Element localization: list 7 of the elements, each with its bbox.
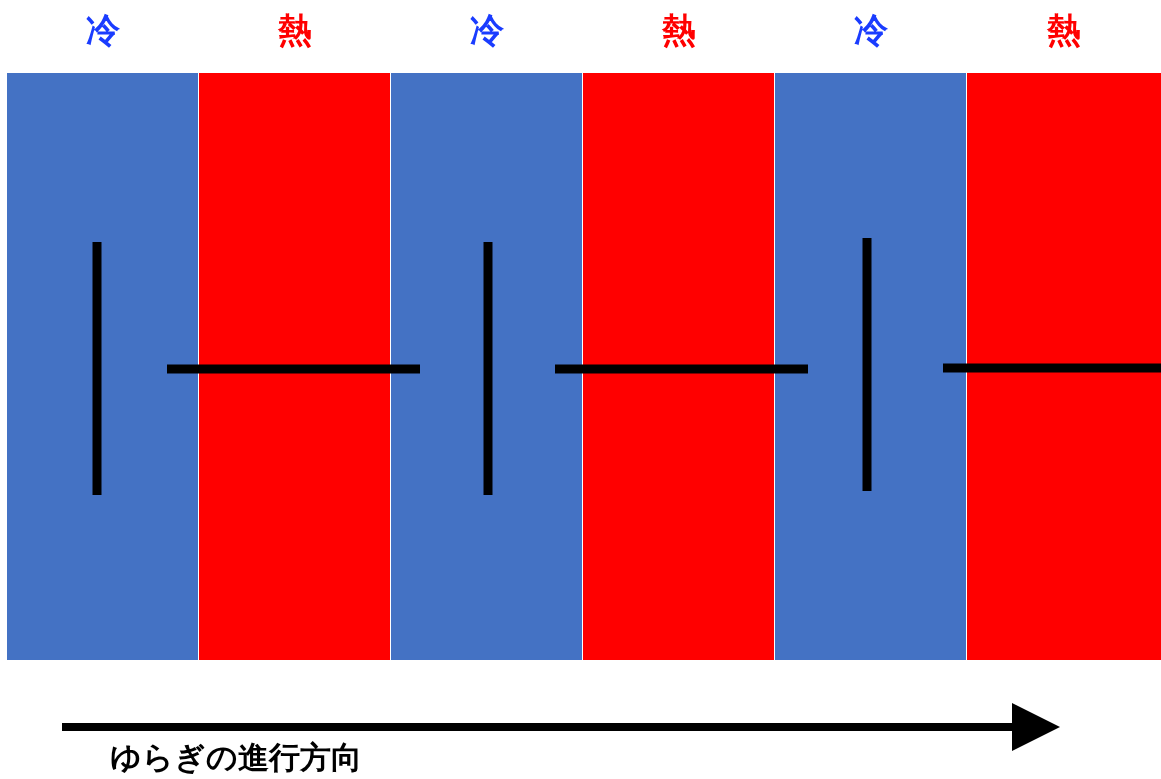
band-heading: 熱 (1047, 9, 1081, 52)
band-heading: 熱 (277, 9, 312, 52)
band-heading: 冷 (853, 9, 888, 52)
band-heading: 熱 (661, 9, 696, 52)
band-heading: 冷 (85, 9, 120, 52)
arrow-caption: ゆらぎの進行方向 (110, 738, 362, 776)
band-heading: 冷 (469, 9, 504, 52)
